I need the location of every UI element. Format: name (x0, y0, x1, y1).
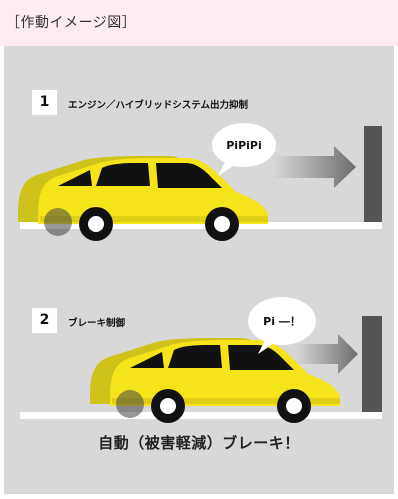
arrow-2 (294, 334, 358, 374)
diagram-graphics: PiPiPi Pi ―！ (18, 123, 382, 423)
step-1-label: エンジン／ハイブリッドシステム出力抑制 (68, 100, 249, 111)
road-2 (20, 412, 382, 419)
caption: 自動（被害軽減）ブレーキ！ (98, 434, 300, 452)
wall-2 (362, 316, 382, 412)
road-1 (20, 222, 382, 229)
step-2-label: ブレーキ制御 (68, 318, 126, 329)
sound-bubble-1: PiPiPi (212, 123, 276, 176)
diagram-title: ［作動イメージ図］ (6, 15, 137, 31)
diagram-panel: 1 エンジン／ハイブリッドシステム出力抑制 2 ブレーキ制御 (4, 46, 394, 494)
sound-bubble-2: Pi ―！ (248, 297, 316, 354)
step-2-number: 2 (32, 308, 57, 333)
sound-text-2: Pi ―！ (263, 315, 301, 328)
wall-1 (364, 126, 382, 222)
arrow-1 (272, 146, 356, 188)
header-strip (0, 0, 398, 46)
sound-text-1: PiPiPi (226, 139, 262, 152)
step-1-number: 1 (32, 90, 57, 115)
